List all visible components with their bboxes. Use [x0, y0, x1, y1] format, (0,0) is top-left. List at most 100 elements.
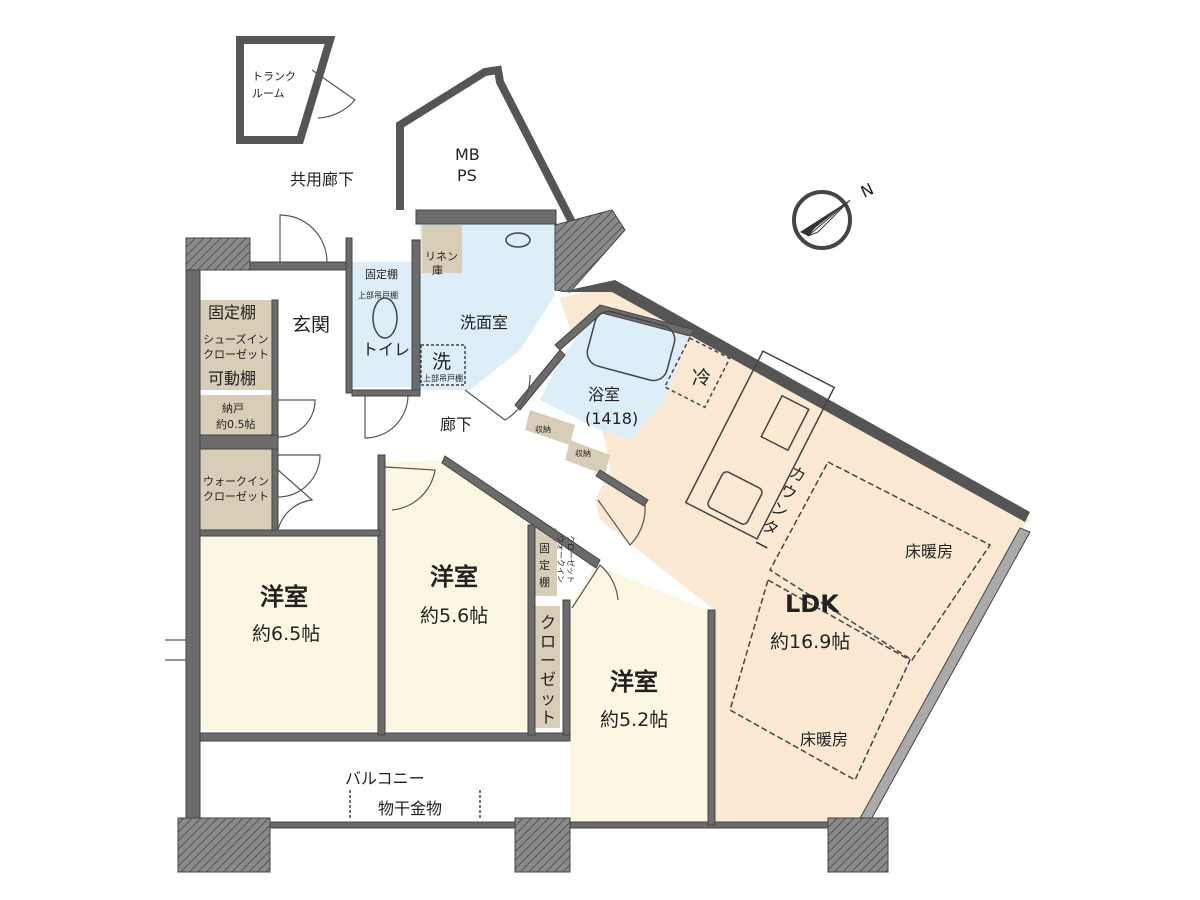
western-room-2-floor — [385, 460, 530, 730]
wall-int-4 — [527, 524, 536, 736]
ps-label: PS — [457, 166, 477, 185]
wall-left-top — [185, 237, 251, 271]
door-trunk — [311, 69, 356, 119]
genkan-label: 玄関 — [292, 314, 330, 336]
storage-2-label: 収納 — [575, 448, 591, 458]
sink — [707, 471, 763, 525]
door-western-3 — [571, 564, 619, 609]
toilet-bowl — [372, 297, 398, 339]
wall-bottom-line-2 — [569, 821, 829, 829]
western-2-label: 洋室 — [430, 563, 478, 591]
counter-char-3: ン — [768, 498, 791, 522]
fixed-shelf-2-floor — [535, 528, 557, 596]
western-1-label: 洋室 — [260, 583, 308, 611]
toilet-fixed-shelf-label: 固定棚 — [365, 267, 398, 281]
closet-char-4: ゼ — [540, 670, 556, 689]
fixtures — [349, 232, 992, 820]
western-3-area-label: 約5.2帖 — [600, 709, 668, 731]
wall-mbps — [396, 65, 579, 230]
fridge-label: 冷 — [692, 367, 711, 389]
floor-heating-zone-1 — [769, 460, 992, 662]
bathroom-label: 浴室 — [588, 385, 620, 404]
storage-2-floor — [565, 440, 610, 475]
shoe-closet-label-1: シューズイン — [203, 332, 268, 346]
wall-int-1 — [377, 454, 386, 736]
walkin-closet-1-label-1: ウォークイン — [203, 475, 269, 488]
wall-mbps-bottom — [415, 209, 557, 225]
compass-needle — [800, 200, 850, 236]
wall-bottom-line — [269, 821, 516, 829]
toilet-floor — [352, 262, 412, 387]
wall-bottom-left — [177, 817, 271, 873]
toilet-upper-shelf-label: 上部吊戸棚 — [358, 290, 398, 300]
wall-int-11 — [441, 455, 601, 569]
floor-heating-1-label: 床暖房 — [905, 542, 953, 561]
door-western-1 — [277, 454, 321, 498]
wall-int-5 — [562, 599, 571, 736]
door-toilet — [364, 394, 409, 439]
fixed-shelf-label: 固定棚 — [208, 303, 256, 322]
door-washroom — [464, 374, 531, 421]
trunk-room-label-1: トランク — [252, 70, 296, 83]
nando-area-label: 約0.5帖 — [216, 417, 256, 431]
fixed-shelf-2-char-1: 固 — [539, 542, 550, 555]
ldk-floor — [560, 285, 1030, 825]
door-western-2 — [384, 466, 436, 511]
washer-upper-shelf-label: 上部吊戸棚 — [423, 373, 463, 383]
washer-pan — [420, 344, 466, 386]
bathtub — [586, 310, 676, 382]
counter-char-4: タ — [759, 516, 782, 540]
linen-floor — [422, 225, 462, 273]
doors — [165, 69, 646, 661]
common-corridor-label: 共用廊下 — [290, 170, 354, 189]
walkin-closet-1-floor — [200, 448, 272, 530]
door-nando — [277, 399, 316, 438]
trunk-room-label-2: ルーム — [252, 87, 285, 100]
nando-label: 納戸 — [222, 402, 244, 415]
wall-ldk-upper — [560, 280, 1030, 522]
mb-label: MB — [455, 145, 480, 164]
western-3-label: 洋室 — [610, 668, 658, 696]
fridge-space — [663, 336, 731, 409]
closet-char-3: ー — [540, 651, 556, 670]
door-ldk — [597, 499, 646, 546]
closet-char-2: ロ — [540, 632, 556, 651]
wall-int-14 — [595, 469, 649, 507]
door-left-exterior — [165, 639, 187, 661]
shoe-closet-label-2: クローゼット — [203, 348, 269, 361]
north-compass: N — [792, 179, 877, 250]
trunk-room-walls — [236, 36, 336, 144]
wall-entrance-top — [249, 261, 351, 271]
storage-1-label: 収納 — [535, 424, 551, 434]
movable-shelf-label: 可動棚 — [208, 369, 256, 388]
western-2-area-label: 約5.6帖 — [420, 605, 488, 627]
ldk-area-label: 約16.9帖 — [770, 631, 850, 653]
floor-heating-2-label: 床暖房 — [800, 730, 848, 749]
western-room-3-floor — [570, 565, 712, 825]
drying-hardware-label: 物干金物 — [378, 799, 442, 818]
floor-heating-zone-2 — [729, 578, 911, 782]
western-room-1-floor — [200, 535, 378, 730]
wall-int-3 — [199, 529, 381, 537]
wall-bottom-mid — [514, 817, 571, 873]
balcony-label: バルコニー — [345, 769, 425, 788]
wall-left — [185, 237, 201, 829]
walkin-closet-2-label-1: ウォークイン — [556, 535, 565, 583]
linen-label-1: リネン — [425, 250, 458, 263]
closet-floor — [535, 606, 560, 728]
washroom-label: 洗面室 — [460, 313, 508, 332]
bathroom-floor — [540, 308, 690, 440]
fixed-shelf-2-char-3: 棚 — [539, 575, 550, 589]
western-1-area-label: 約6.5帖 — [252, 623, 320, 645]
linen-label-2: 庫 — [432, 263, 443, 277]
shoe-closet-floor — [200, 300, 272, 390]
door-entrance — [279, 214, 328, 263]
labels: トランク ルーム 共用廊下 MB PS 固定棚 シューズイン クローゼット 可動… — [203, 70, 953, 818]
wall-bottom-right — [827, 817, 889, 873]
toilet-label: トイレ — [362, 340, 410, 359]
wall-int-8 — [411, 239, 421, 393]
door-walkin-1 — [277, 469, 314, 531]
wall-bath-corner — [554, 209, 626, 293]
closet-char-5: ッ — [540, 689, 556, 708]
